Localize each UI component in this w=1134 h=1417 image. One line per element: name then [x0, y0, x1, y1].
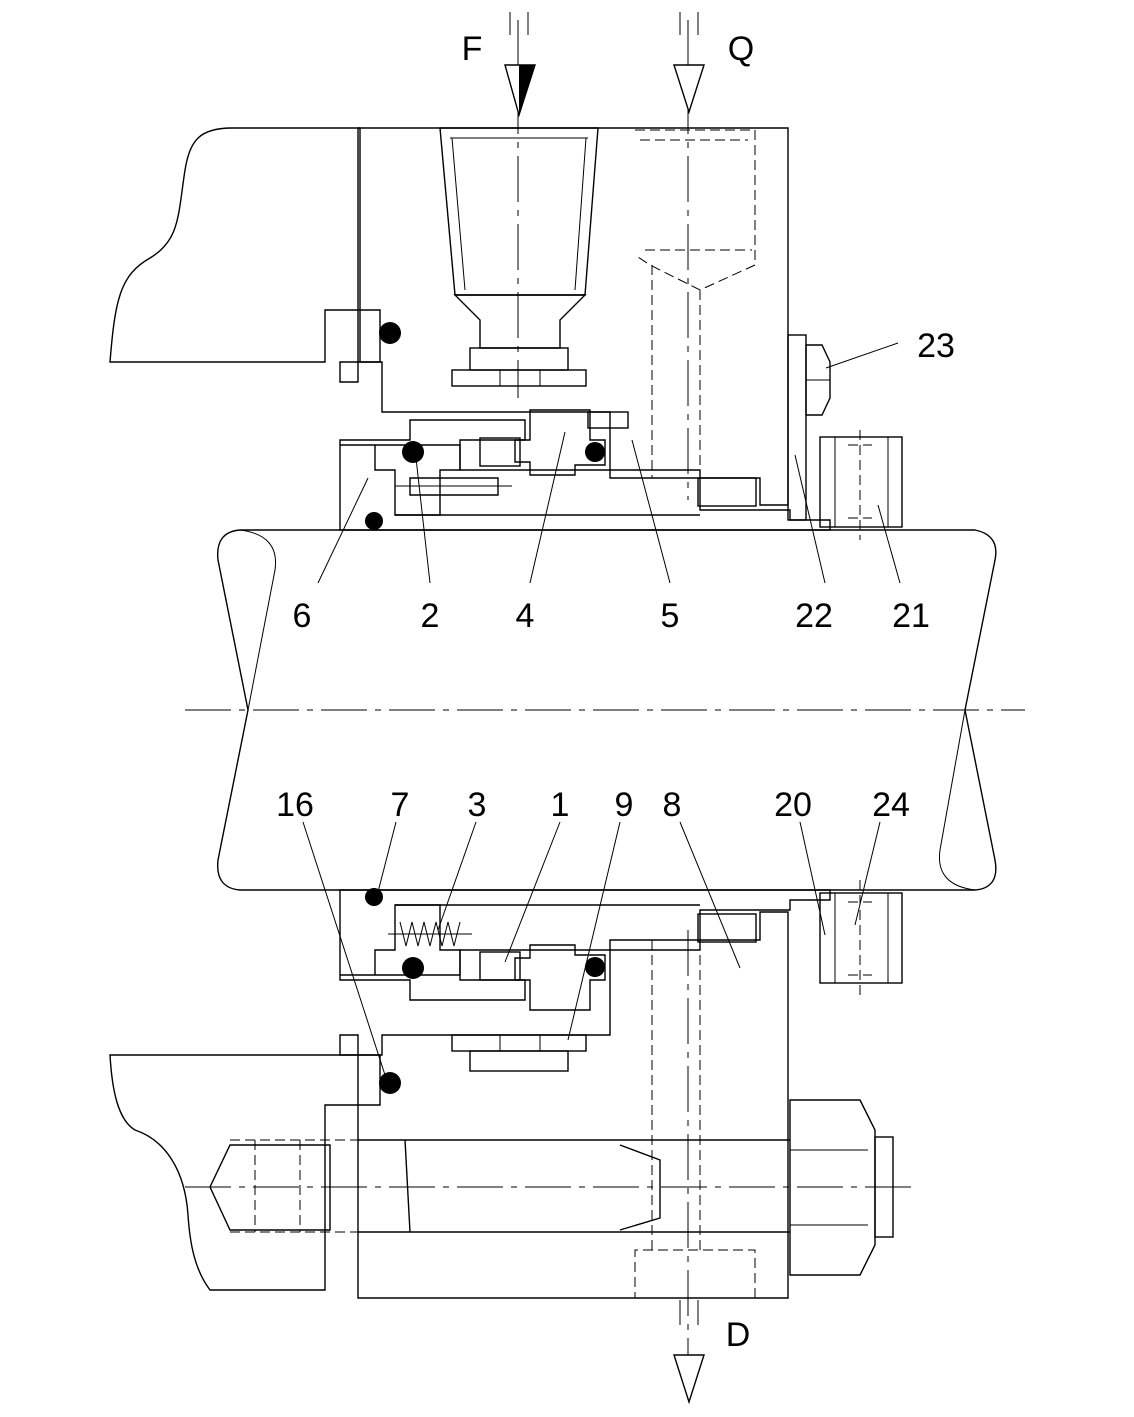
- hex-bolt-23: [805, 344, 831, 416]
- part-number-16: 16: [276, 786, 314, 824]
- pump-casing-upper: [109, 127, 381, 363]
- part-number-2: 2: [421, 597, 440, 635]
- o-ring-4: [585, 442, 605, 462]
- part-number-4: 4: [516, 597, 535, 635]
- stationary-ring-lower: [479, 951, 521, 981]
- part-number-20: 20: [774, 786, 812, 824]
- part-number-22: 22: [795, 597, 833, 635]
- part-number-5: 5: [661, 597, 680, 635]
- sleeve-upper: [339, 419, 831, 531]
- sleeve-lower: [339, 889, 831, 1001]
- hex-nut: [789, 1099, 876, 1276]
- flow-label-q: Q: [728, 30, 754, 68]
- part-number-9: 9: [615, 786, 634, 824]
- seal-holder-lower: [340, 904, 461, 976]
- flow-arrow-q: [673, 12, 705, 115]
- collar-21: [819, 436, 903, 528]
- seal-holder-6: [340, 444, 461, 516]
- gland-housing-lower: [209, 911, 894, 1299]
- flow-label-d: D: [726, 1316, 751, 1354]
- shaft: [185, 529, 1025, 891]
- flow-arrow-d: [673, 1300, 705, 1405]
- part-number-8: 8: [663, 786, 682, 824]
- leader-lines: [302, 342, 901, 1076]
- o-ring-16-upper: [379, 322, 401, 344]
- rotating-ring-lower: [514, 944, 606, 1011]
- stationary-ring-upper: [479, 437, 521, 467]
- insert-lower: [697, 913, 757, 943]
- flow-label-f: F: [462, 30, 483, 68]
- collar-24: [819, 892, 903, 984]
- flow-arrow-f: [504, 12, 536, 118]
- lower-seal-assembly: [185, 880, 915, 1400]
- upper-seal-assembly: [339, 20, 903, 540]
- pump-casing-lower: [109, 1054, 381, 1291]
- o-ring-lower-right: [585, 957, 605, 977]
- part-number-1: 1: [551, 786, 570, 824]
- rotating-ring-upper: [514, 409, 606, 476]
- o-ring-2: [402, 441, 424, 463]
- part-number-6: 6: [293, 597, 312, 635]
- part-number-21: 21: [892, 597, 930, 635]
- part-number-23: 23: [917, 327, 955, 365]
- o-ring-7-upper: [365, 512, 383, 530]
- o-ring-lower: [402, 957, 424, 979]
- part-number-24: 24: [872, 786, 910, 824]
- o-ring-7-lower: [365, 888, 383, 906]
- part-number-3: 3: [468, 786, 487, 824]
- spring-3: [399, 921, 461, 947]
- o-ring-16-lower: [379, 1072, 401, 1094]
- part-number-7: 7: [391, 786, 410, 824]
- insert-upper: [697, 477, 757, 507]
